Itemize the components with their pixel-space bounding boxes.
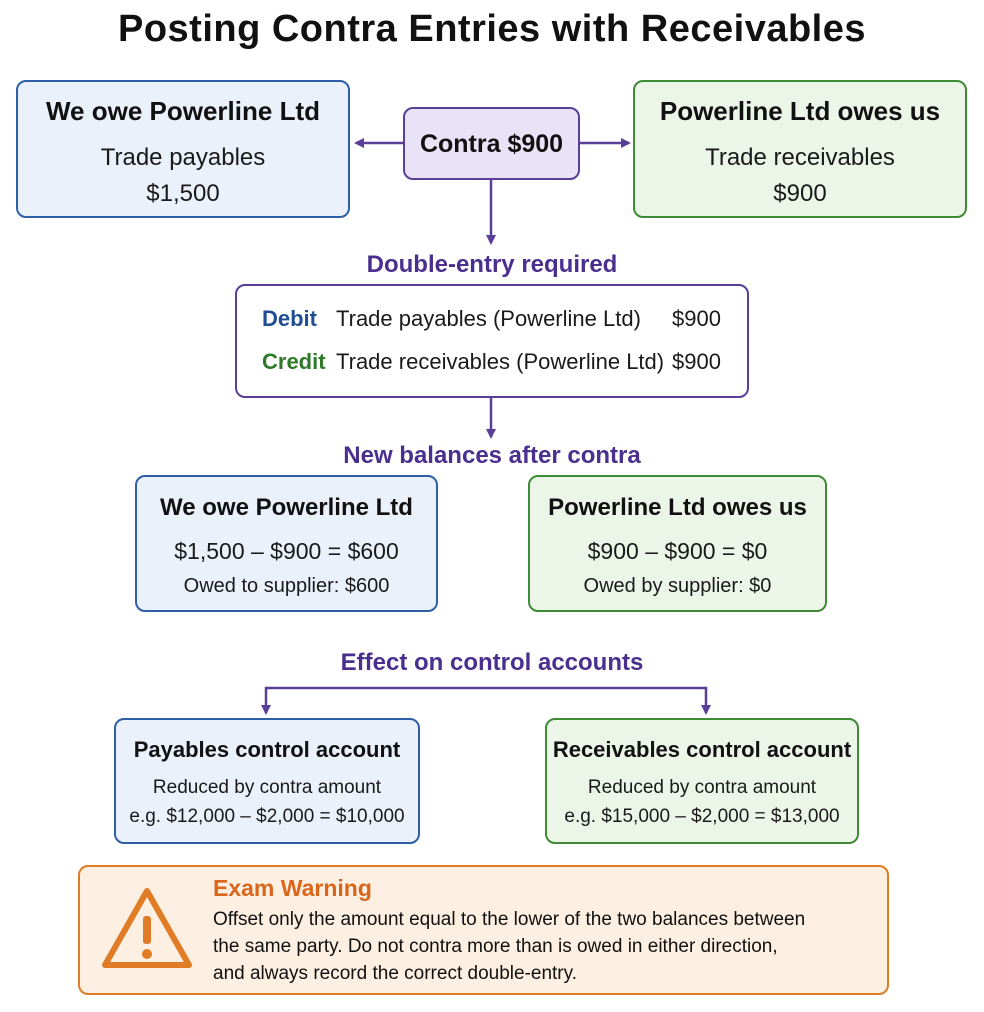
- payables-control-line1: Reduced by contra amount: [152, 777, 382, 798]
- new-payables-note: Owed to supplier: $600: [183, 575, 390, 597]
- payables-control-heading: Payables control account: [133, 737, 401, 762]
- debit-label: Debit: [262, 306, 317, 331]
- payables-control-line2: e.g. $12,000 – $2,000 = $10,000: [129, 806, 405, 827]
- warning-title: Exam Warning: [213, 875, 372, 901]
- receivables-label: Trade receivables: [705, 144, 895, 171]
- double-entry-label: Double-entry required: [366, 251, 618, 278]
- warning-icon: [102, 888, 192, 968]
- page-title: Posting Contra Entries with Receivables: [117, 8, 866, 50]
- new-receivables-heading: Powerline Ltd owes us: [548, 494, 807, 521]
- credit-label: Credit: [262, 349, 326, 374]
- warning-line-3: and always record the correct double-ent…: [213, 963, 577, 984]
- receivables-control-heading: Receivables control account: [552, 737, 852, 762]
- receivables-control-line2: e.g. $15,000 – $2,000 = $13,000: [564, 806, 840, 827]
- payables-heading: We owe Powerline Ltd: [45, 96, 320, 126]
- new-payables-calc: $1,500 – $900 = $600: [174, 538, 399, 564]
- new-payables-heading: We owe Powerline Ltd: [160, 494, 413, 521]
- new-receivables-calc: $900 – $900 = $0: [587, 538, 768, 564]
- double-entry-box: Debit Trade payables (Powerline Ltd) $90…: [235, 284, 749, 398]
- payables-control-box: Payables control account Reduced by cont…: [114, 718, 420, 844]
- credit-account: Trade receivables (Powerline Ltd): [336, 349, 665, 374]
- new-receivables-balance-box: Powerline Ltd owes us $900 – $900 = $0 O…: [528, 475, 827, 612]
- arrow-to-receivables-control: [491, 686, 711, 715]
- trade-receivables-box: Powerline Ltd owes us Trade receivables …: [633, 80, 967, 218]
- credit-amount: $900: [672, 349, 721, 374]
- warning-line-2: the same party. Do not contra more than …: [213, 936, 778, 957]
- contra-box: Contra $900: [403, 107, 580, 180]
- warning-line-1: Offset only the amount equal to the lowe…: [213, 909, 806, 930]
- new-payables-balance-box: We owe Powerline Ltd $1,500 – $900 = $60…: [135, 475, 438, 612]
- control-accounts-label: Effect on control accounts: [340, 649, 644, 676]
- debit-account: Trade payables (Powerline Ltd): [336, 306, 641, 331]
- payables-amount: $1,500: [146, 180, 220, 207]
- receivables-control-box: Receivables control account Reduced by c…: [545, 718, 859, 844]
- new-receivables-note: Owed by supplier: $0: [583, 575, 772, 597]
- receivables-amount: $900: [773, 180, 827, 207]
- trade-payables-box: We owe Powerline Ltd Trade payables $1,5…: [16, 80, 350, 218]
- arrow-to-payables-control: [261, 686, 491, 715]
- new-balances-label: New balances after contra: [343, 442, 641, 469]
- receivables-control-line1: Reduced by contra amount: [587, 777, 817, 798]
- receivables-heading: Powerline Ltd owes us: [659, 96, 941, 126]
- debit-amount: $900: [672, 306, 721, 331]
- contra-label: Contra $900: [419, 130, 564, 158]
- exam-warning-box: Exam Warning Offset only the amount equa…: [78, 865, 889, 995]
- payables-label: Trade payables: [100, 144, 266, 171]
